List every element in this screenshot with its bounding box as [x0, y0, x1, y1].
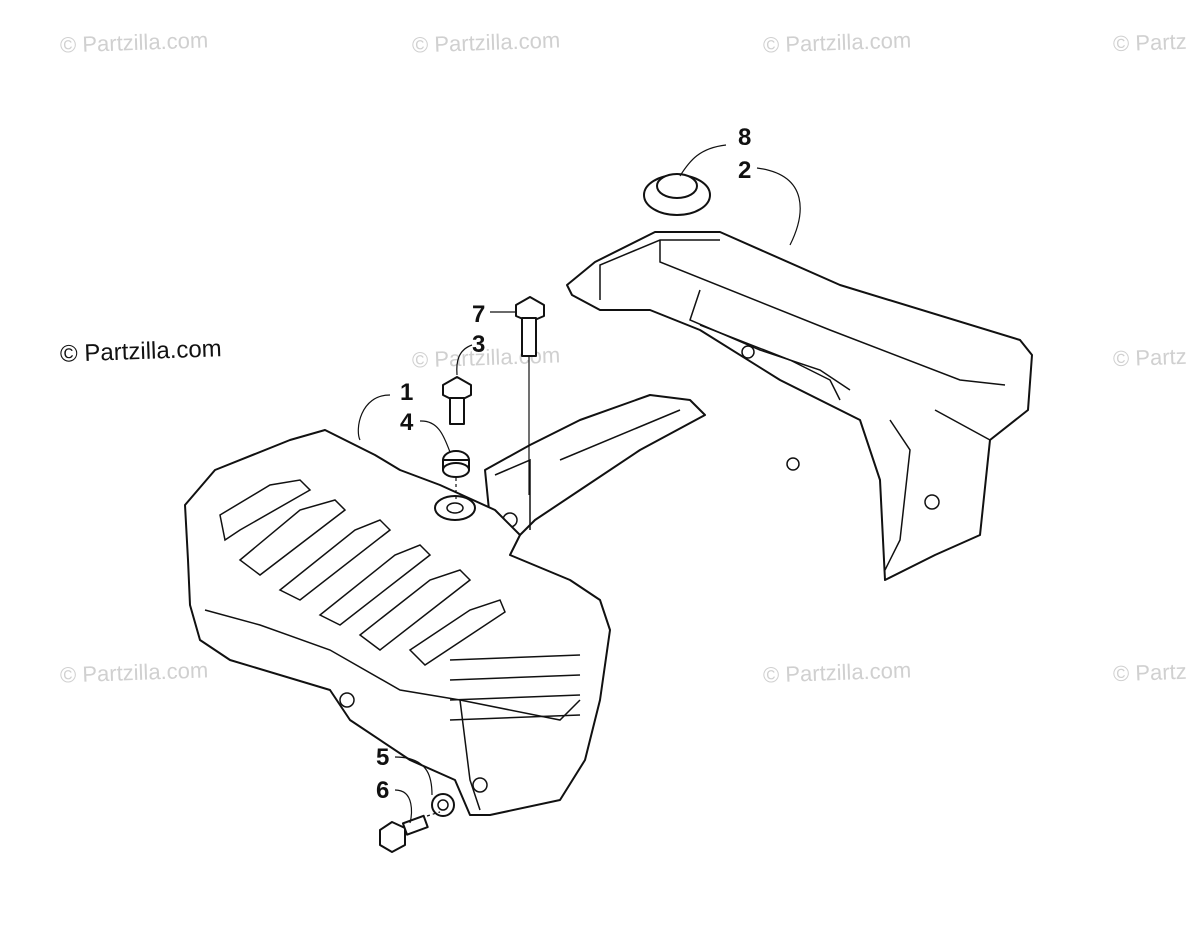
callout-6: 6	[376, 777, 389, 804]
shield-bracket	[484, 394, 706, 536]
front-heat-shield	[184, 429, 611, 816]
bolt-lower	[379, 814, 429, 853]
callout-8: 8	[738, 124, 751, 151]
callout-1: 1	[400, 379, 413, 406]
grommet	[643, 173, 711, 216]
callout-5: 5	[376, 744, 389, 771]
washer-lower	[431, 793, 455, 817]
rear-heat-shield	[566, 231, 1033, 581]
callout-3: 3	[472, 331, 485, 358]
callout-7: 7	[472, 301, 485, 328]
callout-2: 2	[738, 157, 751, 184]
washer	[442, 450, 470, 478]
bolt	[442, 376, 472, 425]
long-bolt	[515, 296, 545, 495]
callout-4: 4	[400, 409, 414, 436]
